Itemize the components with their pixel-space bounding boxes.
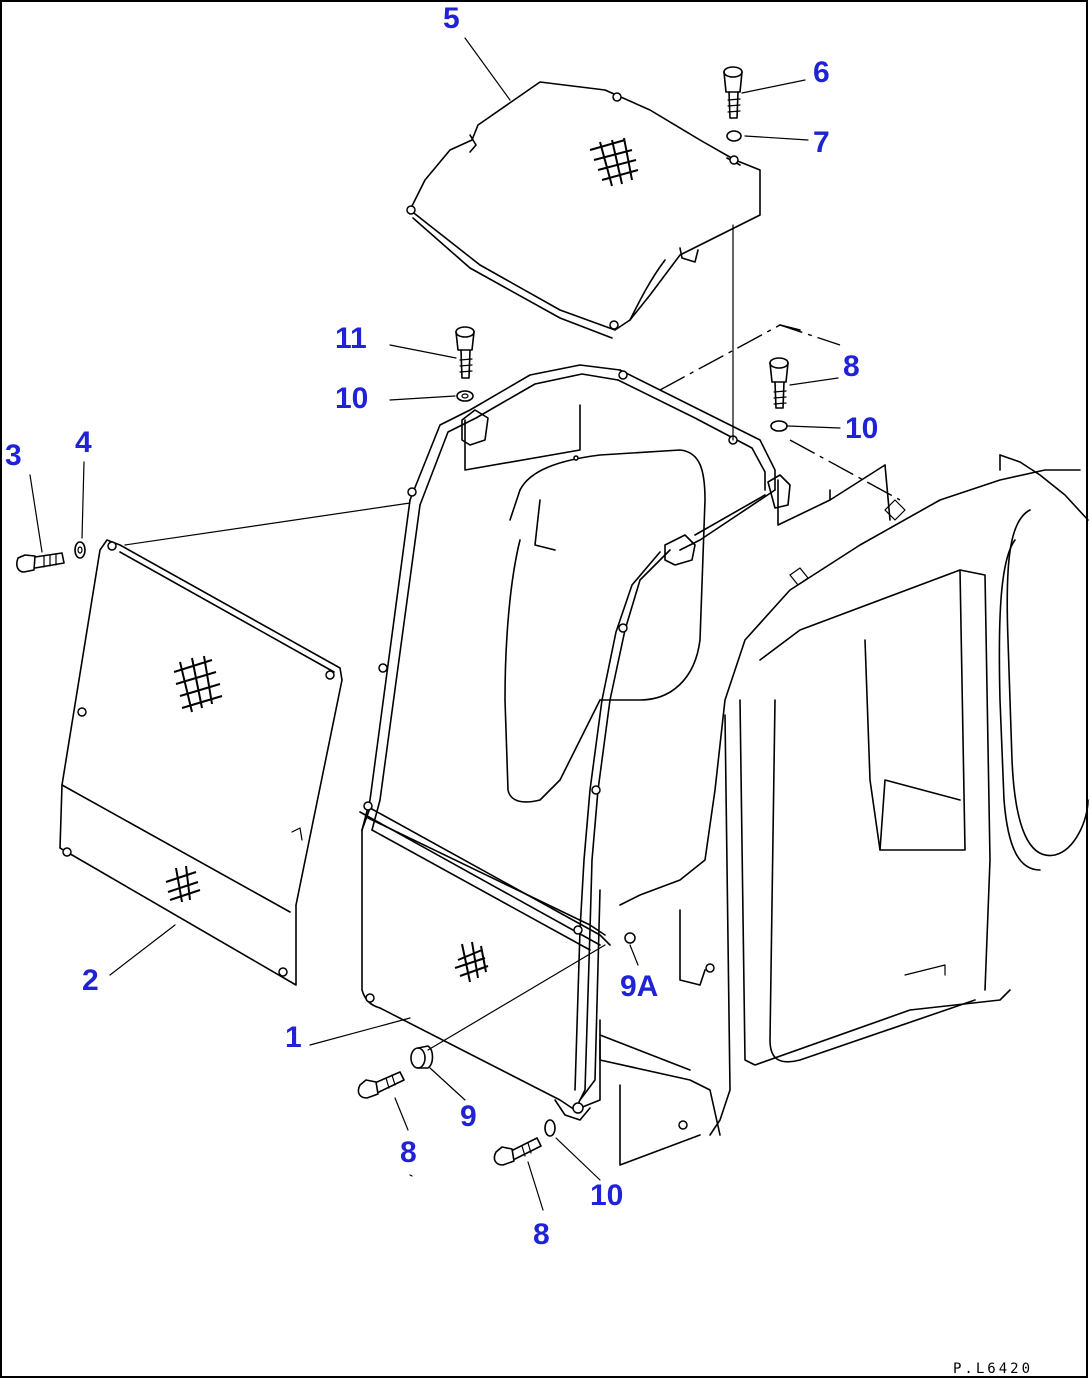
callout-labels: 5 6 7 11 10 8 10 3 4 2 1 9A 9 8 10 8 bbox=[5, 2, 878, 1251]
washer-part-10-lower bbox=[544, 1119, 556, 1137]
bolt-part-8-top bbox=[769, 357, 789, 409]
callout-10-lower: 10 bbox=[590, 1179, 623, 1212]
bolt-part-3 bbox=[16, 552, 65, 573]
callout-11: 11 bbox=[335, 322, 367, 355]
callout-9: 9 bbox=[460, 1100, 477, 1133]
washer-part-7 bbox=[726, 130, 742, 142]
callout-4: 4 bbox=[75, 426, 92, 459]
leader-lines bbox=[29, 37, 841, 1211]
cab-body bbox=[574, 324, 1089, 1166]
top-cover bbox=[406, 81, 761, 339]
callout-8-lower-left: 8 bbox=[400, 1136, 417, 1169]
callout-9a: 9A bbox=[620, 970, 658, 1003]
callout-8-lower-right: 8 bbox=[533, 1218, 550, 1251]
callout-5: 5 bbox=[443, 2, 460, 35]
bolt-part-8-lower-right bbox=[493, 1137, 542, 1166]
spacer-part-9 bbox=[410, 1045, 434, 1069]
callout-7: 7 bbox=[813, 126, 830, 159]
callout-1: 1 bbox=[285, 1021, 302, 1054]
bolt-part-11 bbox=[455, 326, 475, 379]
callout-6: 6 bbox=[813, 56, 830, 89]
washer-part-4 bbox=[74, 541, 86, 559]
callout-2: 2 bbox=[82, 964, 99, 997]
callout-10-top: 10 bbox=[335, 382, 368, 415]
callout-10-right: 10 bbox=[845, 412, 878, 445]
bolt-part-6 bbox=[723, 66, 743, 119]
side-screen bbox=[59, 539, 343, 986]
callout-3: 3 bbox=[5, 439, 22, 472]
callout-8-top: 8 bbox=[843, 350, 860, 383]
washer-part-10-top bbox=[456, 390, 474, 402]
bolt-part-8-lower-left bbox=[357, 1071, 405, 1099]
front-guard-frame bbox=[359, 364, 831, 1130]
drawing-code: P.L6420 bbox=[953, 1361, 1033, 1377]
washer-part-10-right bbox=[770, 420, 788, 432]
